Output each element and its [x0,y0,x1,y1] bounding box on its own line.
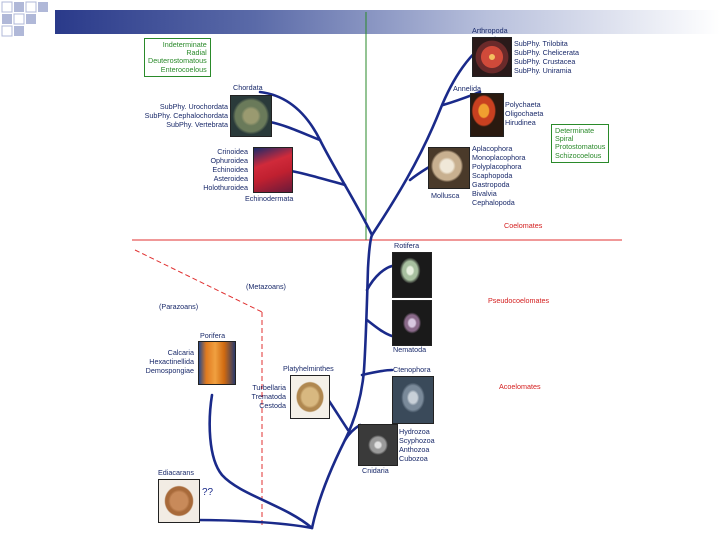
mollusca-class-4: Scaphopoda [472,171,513,180]
mollusca-class-7: Cephalopoda [472,198,515,207]
porifera-class-1: Calcaria [167,348,194,357]
header-squares-decoration [1,1,48,37]
chordata-subphylum-2: SubPhy. Cephalochordata [144,111,228,120]
echinodermata-class-1: Crinoidea [217,147,248,156]
platyhelminthes-label: Platyhelminthes [283,364,334,373]
porifera-label: Porifera [200,331,226,340]
cnidaria-class-4: Cubozoa [399,454,428,463]
ediacarans-unknown-mark: ?? [202,487,214,498]
platyhelminthes-class-2: Trematoda [251,392,287,401]
arthropoda-subphylum-1: SubPhy. Trilobita [514,39,568,48]
porifera-branch [208,393,314,530]
deuterostome-trait-2: Radial [186,48,207,58]
porifera-class-2: Hexactinellida [149,357,194,366]
protostome-trait-3: Protostomatous [555,142,606,152]
protostome-trait-1: Determinate [555,126,595,135]
echinodermata-class-2: Ophuroidea [210,156,248,165]
mollusca-class-3: Polyplacophora [472,162,522,171]
chordata-subphylum-3: SubPhy. Vertebrata [166,120,228,129]
ctenophora-photo [392,376,434,424]
cnidaria-class-1: Hydrozoa [399,427,430,436]
header-bar [55,10,720,34]
chordata-subphylum-1: SubPhy. Urochordata [159,102,228,111]
echinodermata-label: Echinodermata [245,194,294,203]
protostome-traits-box: Determinate Spiral Protostomatous Schizo… [551,124,610,163]
annelida-label: Annelida [453,84,481,93]
nematoda-photo [392,300,432,346]
protostome-trait-4: Schizocoelous [555,150,602,160]
metazoan-divider-line [134,249,263,313]
chordata-photo [230,95,272,137]
mollusca-photo [428,147,470,189]
annelida-class-2: Oligochaeta [505,109,544,118]
annelida-class-1: Polychaeta [505,100,541,109]
ctenophora-branch [360,368,394,377]
arthropoda-photo [472,37,512,77]
parazoans-label: (Parazoans) [159,302,199,311]
chordata-label: Chordata [233,83,263,92]
metazoans-label: (Metazoans) [246,282,286,291]
ediacarans-label: Ediacarans [158,468,194,477]
deuterostome-trait-1: Indeterminate [162,40,207,49]
cnidaria-class-2: Scyphozoa [399,436,435,445]
porifera-class-3: Demospongiae [145,366,194,375]
ediacarans-photo [158,479,200,523]
pseudocoelomates-label: Pseudocoelomates [488,296,550,305]
cnidaria-photo [358,424,398,466]
cnidaria-class-3: Anthozoa [399,445,430,454]
rotifera-label: Rotifera [394,241,420,250]
nematoda-label: Nematoda [393,345,427,354]
mollusca-class-5: Gastropoda [472,180,510,189]
echinodermata-class-5: Holothuroidea [203,183,248,192]
echinodermata-class-3: Echinoidea [212,165,248,174]
deuterostome-trait-3: Deuterostomatous [148,56,207,66]
arthropoda-label: Arthropoda [472,26,508,35]
annelida-branch [441,90,482,107]
protostome-trait-2: Spiral [555,134,574,144]
platyhelminthes-class-1: Turbellaria [252,383,286,392]
nematoda-branch [365,318,394,338]
rotifera-photo [392,252,432,298]
mollusca-class-2: Monoplacophora [472,153,526,162]
mollusca-label: Mollusca [431,191,460,200]
deuterostome-trait-4: Enterocoelous [160,64,207,74]
porifera-photo [198,341,236,385]
echinodermata-photo [253,147,293,193]
trunk-branch [310,233,374,530]
mollusca-class-1: Aplacophora [472,144,513,153]
arthropoda-subphylum-4: SubPhy. Uniramia [514,66,572,75]
annelida-photo [470,93,504,137]
acoelomates-label: Acoelomates [499,382,541,391]
ediacarans-branch [194,518,314,530]
rotifera-branch [365,264,394,292]
mollusca-class-6: Bivalvia [472,189,497,198]
echinodermata-branch [283,168,347,187]
platyhelminthes-photo [290,375,330,419]
arthropoda-subphylum-2: SubPhy. Chelicerata [514,48,579,57]
coelomates-label: Coelomates [504,221,543,230]
ctenophora-label: Ctenophora [393,365,431,374]
cnidaria-label: Cnidaria [362,466,389,475]
arthropoda-subphylum-3: SubPhy. Crustacea [514,57,576,66]
echinodermata-class-4: Asteroidea [213,174,248,183]
annelida-class-3: Hirudinea [505,118,536,127]
deuterostome-traits-box: Indeterminate Radial Deuterostomatous En… [144,38,211,77]
platyhelminthes-class-3: Cestoda [259,401,286,410]
chordata-branch [268,120,322,142]
